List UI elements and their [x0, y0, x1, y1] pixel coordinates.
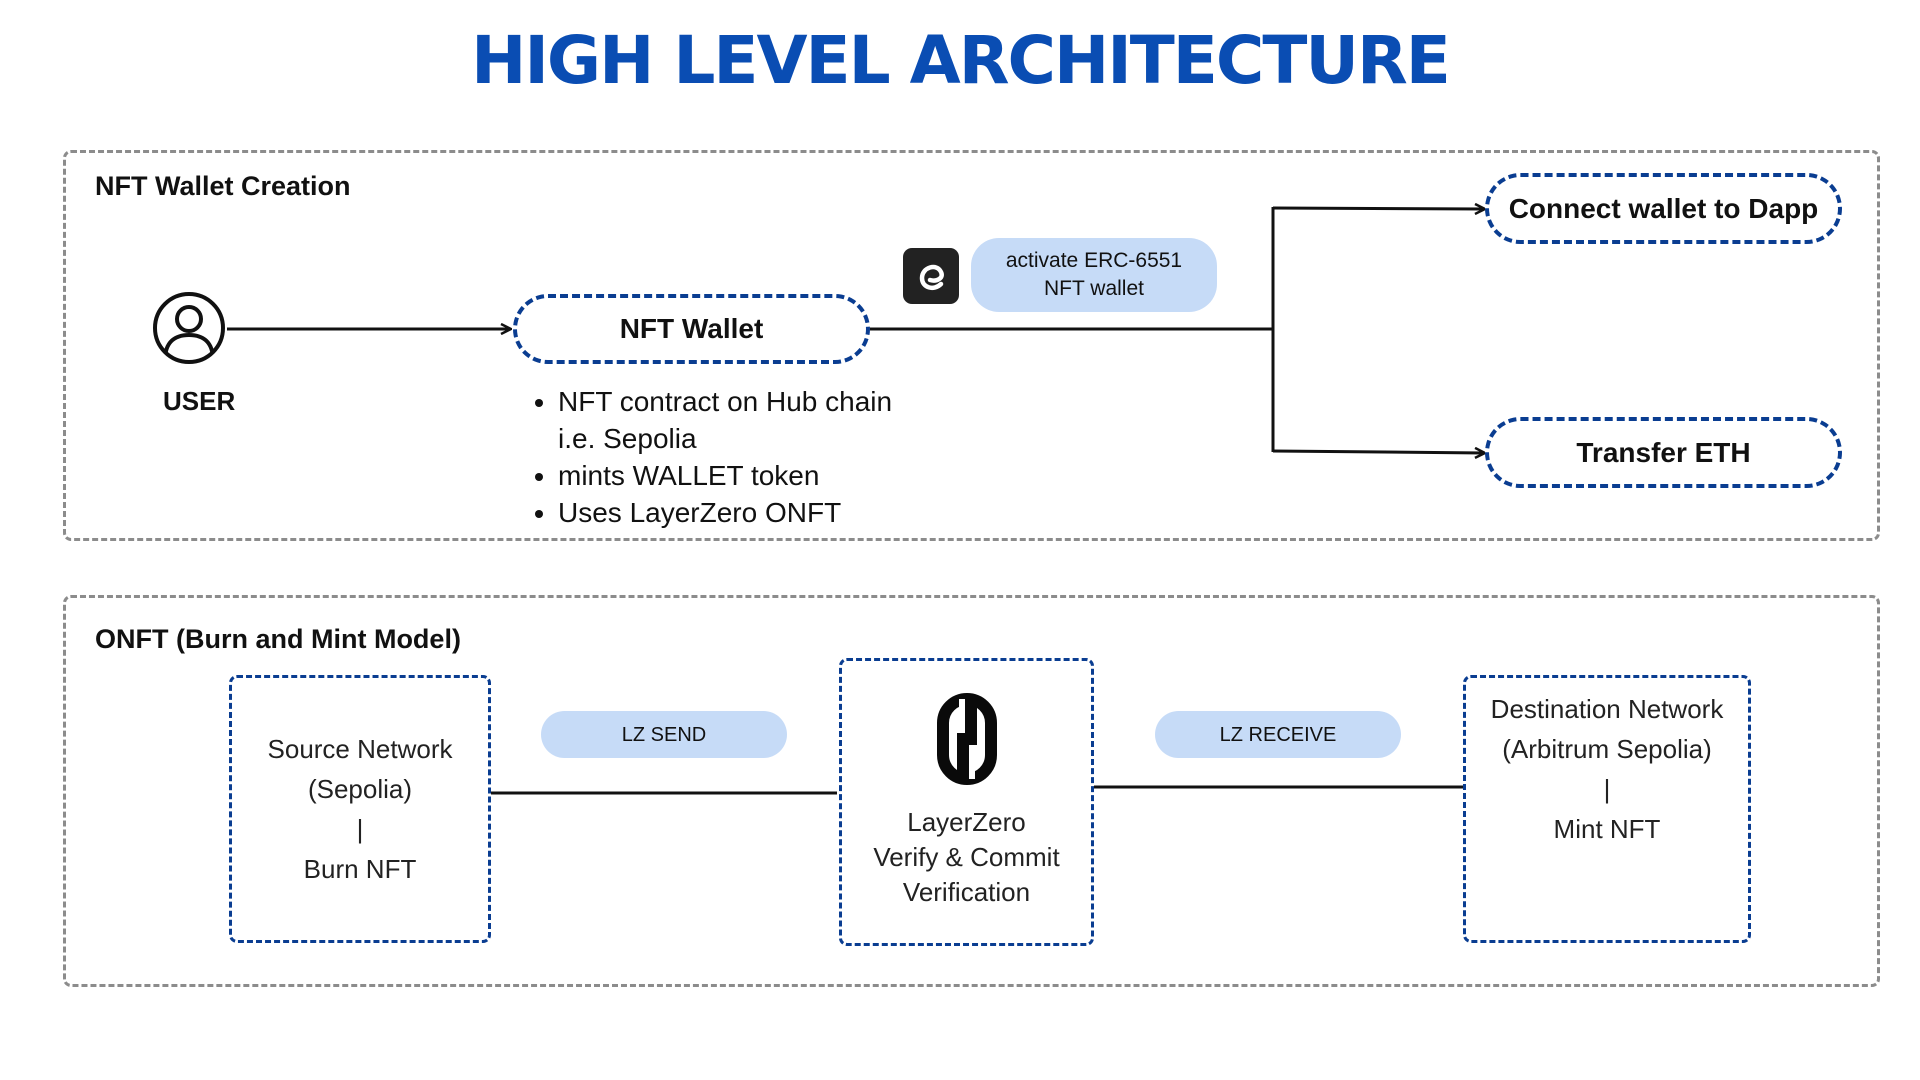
- onft-section: [63, 595, 1880, 987]
- nft-detail-item: mints WALLET token: [558, 457, 892, 494]
- activate-tag-line1: activate ERC-6551: [1005, 249, 1183, 272]
- branch-to-connect-arrow: [1272, 208, 1484, 209]
- source-action: Burn NFT: [303, 854, 417, 884]
- layerzero-step: Verify & Commit: [873, 842, 1060, 872]
- nft-wallet-label: NFT Wallet: [619, 313, 764, 344]
- activate-erc6551-tag: activate ERC-6551 NFT wallet: [971, 238, 1217, 312]
- branch-to-transfer-arrow: [1272, 451, 1484, 453]
- destination-network-chain: (Arbitrum Sepolia): [1502, 734, 1712, 764]
- erc6551-logo-icon: [903, 248, 959, 304]
- destination-network-name: Destination Network: [1490, 694, 1724, 724]
- wallet-creation-section: [63, 150, 1880, 541]
- source-network-chain: (Sepolia): [307, 774, 413, 804]
- lz-receive-tag: LZ RECEIVE: [1155, 711, 1401, 758]
- layerzero-verification: Verification: [902, 877, 1031, 907]
- user-icon: [151, 290, 227, 366]
- nft-detail-item: i.e. Sepolia: [558, 423, 697, 454]
- layerzero-name: LayerZero: [907, 807, 1026, 837]
- activate-tag-line2: NFT wallet: [1044, 277, 1144, 300]
- source-network-name: Source Network: [267, 734, 453, 764]
- nft-detail-item: NFT contract on Hub chain: [558, 383, 892, 420]
- nft-wallet-details-list: NFT contract on Hub chain i.e. Sepolia m…: [530, 383, 892, 531]
- connect-wallet-label: Connect wallet to Dapp: [1508, 192, 1819, 224]
- transfer-eth-label: Transfer ETH: [1576, 436, 1751, 468]
- lz-receive-label: LZ RECEIVE: [1219, 723, 1337, 746]
- section-title-wallet-creation: NFT Wallet Creation: [95, 171, 351, 201]
- user-label: USER: [163, 386, 236, 416]
- transfer-eth-node[interactable]: Transfer ETH: [1485, 417, 1842, 488]
- lz-send-tag: LZ SEND: [541, 711, 787, 758]
- destination-action: Mint NFT: [1553, 814, 1661, 844]
- section-title-onft: ONFT (Burn and Mint Model): [95, 624, 461, 654]
- destination-separator: |: [1603, 774, 1611, 804]
- nft-wallet-node[interactable]: NFT Wallet: [513, 294, 870, 364]
- nft-detail-item: Uses LayerZero ONFT: [558, 494, 892, 531]
- source-separator: |: [356, 814, 364, 844]
- lz-send-label: LZ SEND: [621, 723, 707, 746]
- layerzero-logo-icon: [936, 693, 997, 785]
- layerzero-box[interactable]: LayerZero Verify & Commit Verification: [839, 658, 1094, 946]
- destination-network-box[interactable]: Destination Network (Arbitrum Sepolia) |…: [1463, 675, 1751, 943]
- source-network-box[interactable]: Source Network (Sepolia) | Burn NFT: [229, 675, 491, 943]
- page-title: HIGH LEVEL ARCHITECTURE: [471, 22, 1451, 99]
- connect-wallet-node[interactable]: Connect wallet to Dapp: [1485, 173, 1842, 244]
